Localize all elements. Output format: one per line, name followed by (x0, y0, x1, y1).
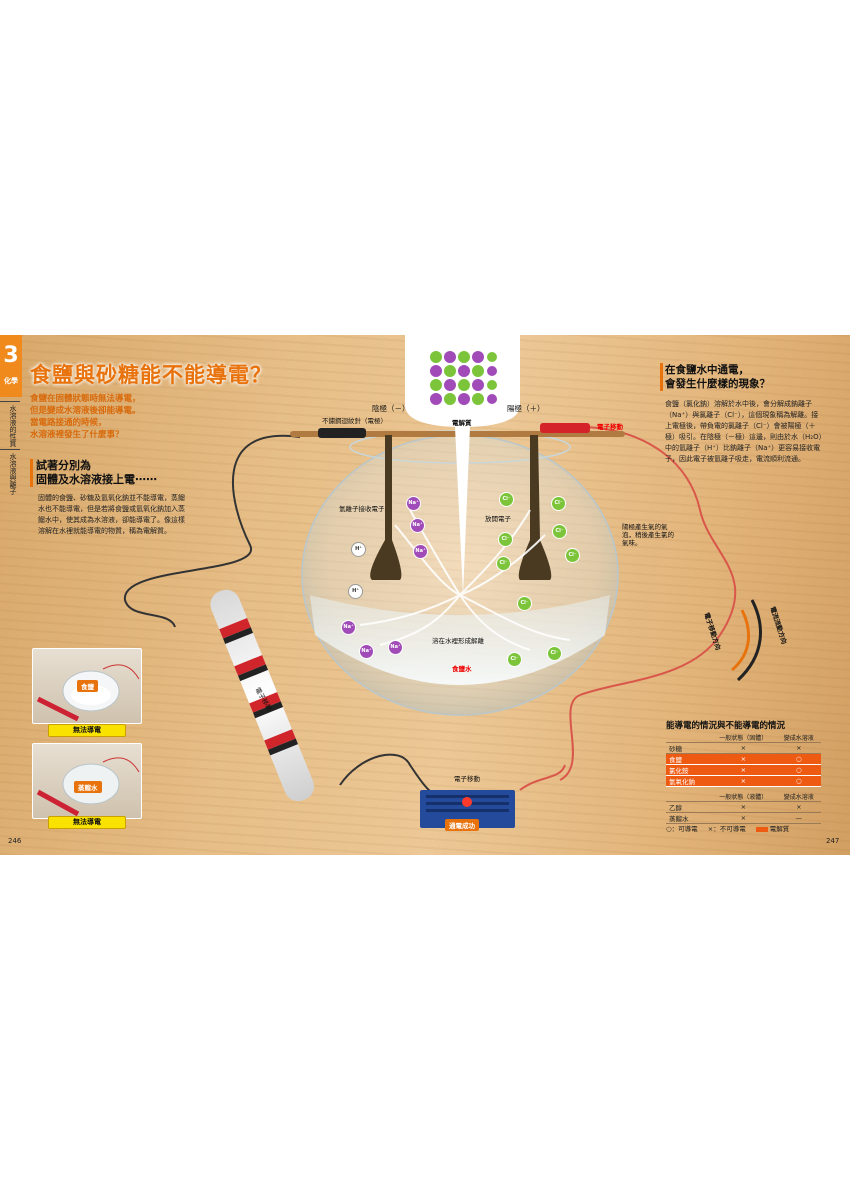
table-title: 能導電的情況與不能導電的情況 (666, 721, 786, 731)
left-subheading: 試著分別為 固體及水溶液接上電⋯⋯ (36, 459, 157, 486)
hydrogen-ion: H⁺ (349, 585, 362, 598)
table-legend: ○：可導電 ×：不可導電 電解質 (666, 823, 797, 833)
thumbnail-water-badge: 蒸餾水 (74, 781, 102, 793)
legend-electrolyte: 電解質 (769, 825, 790, 833)
table-header-row: 一般狀態（液體）變成水溶液 (666, 791, 821, 802)
sodium-ion: Na⁺ (389, 641, 402, 654)
table-row: 食鹽×○ (666, 753, 821, 765)
side-label-2: 水溶液與離子 (9, 453, 17, 495)
sodium-ion: Na⁺ (342, 621, 355, 634)
side-divider (0, 449, 20, 450)
h-receive-label: 氫離子接收電子 (339, 505, 385, 513)
chloride-ion: Cl⁻ (497, 557, 510, 570)
intro-text: 食鹽在固體狀態時無法導電， 但是變成水溶液後卻能導電。 當電路接通的時候， 水溶… (30, 394, 141, 440)
chapter-label: 化學 (4, 377, 18, 385)
bubble-note: 陽極產生氣的氣泡，稍後產生氯的氣味。 (622, 523, 674, 547)
subhead-accent (30, 459, 33, 487)
success-badge: 通電成功 (445, 819, 479, 831)
page-title: 食鹽與砂糖能不能導電？ (30, 363, 272, 387)
chloride-ion: Cl⁻ (508, 653, 521, 666)
dissociation-label: 溶在水裡形成解離 (432, 637, 484, 645)
right-body-text: 食鹽（氯化鈉）溶解於水中後，會分解成鈉離子（Na⁺）與氯離子（Cl⁻），這個現象… (665, 400, 823, 463)
side-divider (0, 401, 20, 402)
red-wire (559, 426, 737, 781)
table-header-row: 一般狀態（固體）變成水溶液 (666, 732, 821, 743)
legend-cannot-conduct: ×：不可導電 (707, 825, 746, 833)
chloride-ion: Cl⁻ (566, 549, 579, 562)
right-head-accent (660, 363, 663, 391)
table-row: 砂糖×× (666, 742, 821, 754)
legend-electrolyte-swatch (755, 826, 768, 832)
electron-flow-top-label: 電子移動 (597, 423, 623, 431)
table-row: 氯化銨×○ (666, 764, 821, 776)
ion-lattice-graphic (430, 351, 497, 405)
side-label-1: 水溶液的性質 (9, 405, 17, 447)
chloride-ion: Cl⁻ (553, 525, 566, 538)
chloride-ion: Cl⁻ (499, 533, 512, 546)
black-wire (123, 434, 301, 628)
electrolysis-illustration (123, 335, 762, 828)
release-electrons-label: 放開電子 (485, 515, 511, 523)
table-row: 乙醇×× (666, 801, 821, 813)
book-spread: 3 化學 水溶液的性質 水溶液與離子 食鹽與砂糖能不能導電？ 食鹽在固體狀態時無… (0, 335, 850, 855)
right-heading: 在食鹽水中通電， 會發生什麼樣的現象？ (665, 364, 770, 390)
thumbnail-salt-badge: 食鹽 (77, 680, 98, 692)
chloride-ion: Cl⁻ (552, 497, 565, 510)
chapter-number: 3 (3, 343, 19, 368)
hydrogen-ion: H⁺ (352, 543, 365, 556)
thumbnail-salt-caption: 無法導電 (48, 724, 126, 737)
electron-flow-bottom-label: 電子移動 (454, 775, 480, 783)
table-row: 氫氧化鈉×○ (666, 775, 821, 787)
saltwater-label: 食鹽水 (452, 665, 472, 673)
legend-can-conduct: ○：可導電 (666, 825, 698, 833)
chloride-ion: Cl⁻ (518, 597, 531, 610)
table-row: 蒸餾水×— (666, 812, 821, 824)
page-number-right: 247 (826, 837, 840, 845)
sodium-ion: Na⁺ (407, 497, 420, 510)
chloride-ion: Cl⁻ (500, 493, 513, 506)
chloride-ion: Cl⁻ (548, 647, 561, 660)
thumbnail-water-caption: 無法導電 (48, 816, 126, 829)
page-number-left: 246 (8, 837, 22, 845)
bottom-wire-red (519, 764, 566, 791)
electrolyte-label: 電解質 (452, 419, 472, 427)
electrode-note: 不鏽鋼迴紋針（電極） (322, 417, 387, 425)
sodium-ion: Na⁺ (360, 645, 373, 658)
anode-label: 陽極（＋） (507, 404, 545, 413)
conductivity-table: 一般狀態（固體）變成水溶液 砂糖×× 食鹽×○ 氯化銨×○ 氫氧化鈉×○ 一般狀… (666, 732, 821, 824)
chapter-tab: 3 化學 (0, 335, 22, 397)
sodium-ion: Na⁺ (414, 545, 427, 558)
sodium-ion: Na⁺ (411, 519, 424, 532)
left-body-text: 固體的食鹽、砂糖及氫氧化鈉並不能導電，蒸餾水也不能導電，但是若將食鹽或氫氧化鈉加… (38, 494, 185, 535)
electrolyte-ion-grid (428, 349, 498, 413)
cathode-label: 陰極（－） (372, 404, 410, 413)
